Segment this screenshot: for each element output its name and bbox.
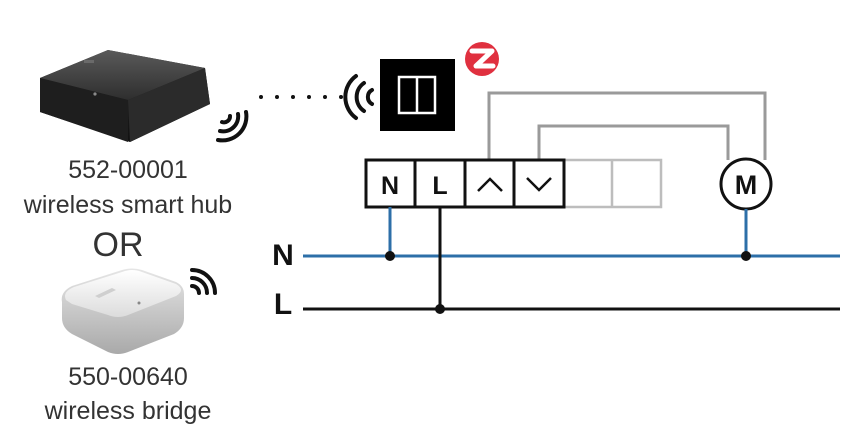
chevron-down-icon [526,177,552,192]
neutral-rail-label: N [272,239,294,272]
bridge-description: wireless bridge [44,397,212,425]
wifi-signal-icon [343,74,374,120]
junction-dot [385,251,395,261]
motor-wires [487,91,767,160]
or-separator: OR [92,226,144,264]
terminal-n-label: N [381,172,399,200]
wireless-link [259,95,343,99]
hub-part-number: 552-00001 [68,156,188,184]
motor: M [719,157,773,211]
wifi-signal-icon [216,110,249,143]
zwave-logo-icon [465,42,499,76]
junction-dot [741,251,751,261]
bridge-device-icon [61,268,184,354]
bridge-part-number: 550-00640 [68,363,188,391]
live-rail-label: L [273,288,293,321]
hub-description: wireless smart hub [23,191,233,219]
chevron-up-icon [477,177,503,192]
wifi-signal-icon [190,268,217,295]
wall-switch-icon [380,59,455,131]
terminal-l-label: L [432,172,447,200]
hub-device-icon [40,50,210,142]
junction-dot [435,304,445,314]
terminal-block: N L [364,158,663,209]
motor-label: M [735,170,758,200]
